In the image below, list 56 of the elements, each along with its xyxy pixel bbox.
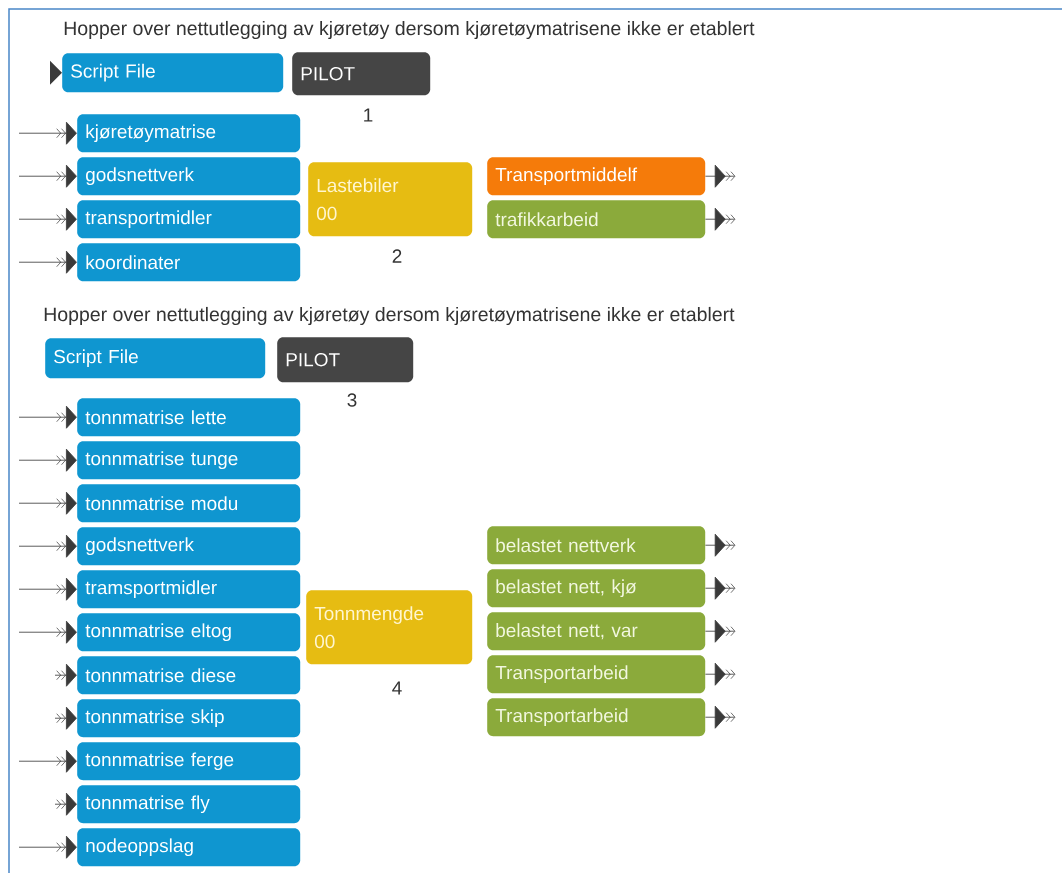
data-box: koordinater	[77, 243, 301, 282]
arrow	[18, 577, 77, 601]
arrow	[705, 705, 736, 729]
arrow	[18, 534, 77, 558]
data-box: tonnmatrise eltog	[77, 613, 301, 652]
data-box: transportmidler	[77, 200, 301, 239]
output-box: trafikkarbeid	[487, 200, 706, 239]
output-box: belastet nettverk	[487, 526, 706, 565]
data-box: tonnmatrise fly	[77, 785, 301, 824]
data-box: tramsportmidler	[77, 570, 301, 609]
arrow	[705, 662, 736, 686]
arrow	[705, 207, 736, 231]
process-box: Lastebiler 00	[308, 162, 473, 237]
arrow	[705, 619, 736, 643]
arrow	[18, 835, 77, 859]
output-box: Transportarbeid	[487, 698, 706, 737]
note-text: Hopper over nettutlegging av kjøretøy dersom kjøretøymatrisene ikke er etablert	[44, 306, 735, 326]
program-box: PILOT	[277, 337, 414, 383]
arrow	[18, 491, 77, 515]
output-box: Transportarbeid	[487, 655, 706, 694]
arrow	[54, 663, 77, 687]
data-box: Script File	[45, 338, 266, 379]
arrow	[54, 706, 77, 730]
arrow	[18, 749, 77, 773]
arrow	[18, 620, 77, 644]
note-text: Hopper over nettutlegging av kjøretøy dersom kjøretøymatrisene ikke er etablert	[64, 20, 755, 40]
step-number: 2	[392, 249, 402, 263]
data-box: tonnmatrise diese	[77, 656, 301, 695]
arrow	[18, 207, 77, 231]
step-number: 4	[392, 681, 402, 695]
arrow	[18, 405, 77, 429]
data-box: godsnettverk	[77, 527, 301, 566]
step-number: 1	[364, 108, 373, 122]
data-box: tonnmatrise ferge	[77, 742, 301, 781]
data-box: godsnettverk	[77, 157, 301, 196]
arrow	[705, 164, 736, 188]
data-box: Script File	[62, 53, 284, 93]
arrow	[705, 533, 736, 557]
output-box: belastet nett, kjø	[487, 569, 706, 608]
arrow	[18, 164, 77, 188]
process-box: Tonnmengde 00	[306, 590, 473, 665]
arrow	[18, 121, 77, 145]
data-box: tonnmatrise lette	[77, 398, 301, 437]
data-box: nodeoppslag	[77, 828, 301, 867]
arrow	[705, 576, 736, 600]
step-number: 3	[347, 393, 357, 407]
arrow	[54, 792, 77, 816]
arrow	[18, 250, 77, 274]
data-box: tonnmatrise modu	[77, 484, 301, 523]
data-box: kjøretøymatrise	[77, 114, 301, 153]
output-box: belastet nett, var	[487, 612, 706, 651]
program-box: PILOT	[292, 52, 431, 96]
data-box: tonnmatrise skip	[77, 699, 301, 738]
arrow	[18, 448, 77, 472]
output-box: Transportmiddelf	[487, 157, 706, 196]
data-box: tonnmatrise tunge	[77, 441, 301, 480]
